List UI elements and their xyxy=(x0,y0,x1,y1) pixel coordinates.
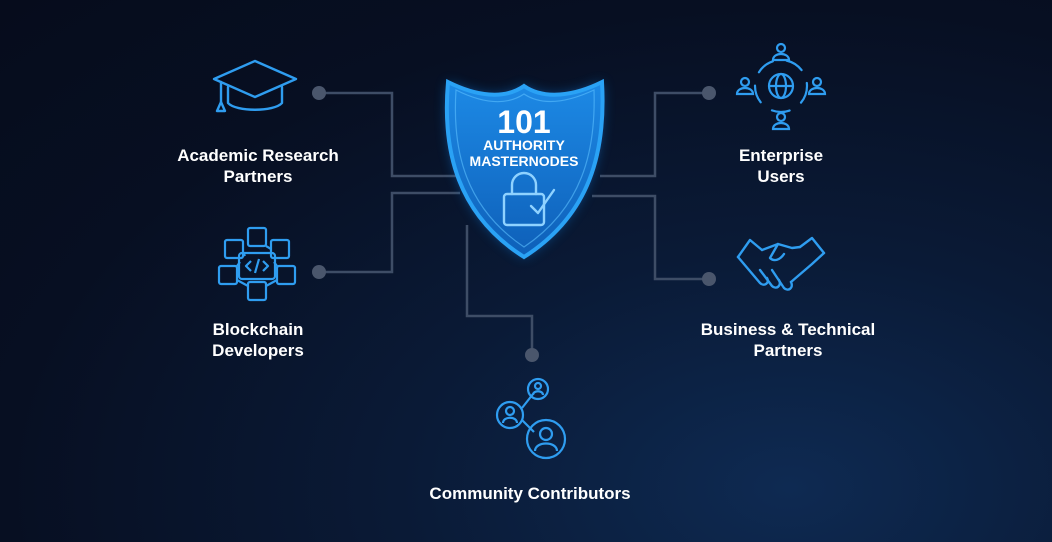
graduation-cap-icon xyxy=(212,59,298,113)
label-enterprise-line2: Users xyxy=(757,167,805,186)
label-community-contributors: Community Contributors xyxy=(429,483,630,504)
connector-dot-enterprise xyxy=(702,86,716,100)
label-enterprise-line1: Enterprise xyxy=(738,146,824,165)
label-enterprise-users: Enterprise Users xyxy=(739,145,823,187)
connector-dots xyxy=(312,86,716,362)
user-top xyxy=(771,42,791,62)
label-blockchain-line2: Developers xyxy=(212,341,304,360)
user-left xyxy=(735,76,755,96)
user-bottom xyxy=(771,111,791,131)
connector-dot-blockchain xyxy=(312,265,326,279)
connector-dot-academic xyxy=(312,86,326,100)
blockchain-cubes-code-icon xyxy=(217,226,297,302)
connector-lines xyxy=(319,91,709,353)
label-business-line2: Partners xyxy=(753,341,823,360)
label-business-technical-partners: Business & Technical Partners xyxy=(701,319,875,361)
label-blockchain-line1: Blockchain xyxy=(212,320,304,339)
label-academic-line2: Partners xyxy=(223,167,293,186)
shield-inner-border xyxy=(454,89,595,248)
padlock-check-icon xyxy=(502,171,556,227)
connector-enterprise xyxy=(600,91,709,178)
handshake-icon xyxy=(736,236,826,291)
shield-number: 101 xyxy=(497,104,550,140)
connector-academic xyxy=(319,91,460,178)
label-academic-research-partners: Academic Research Partners xyxy=(177,145,339,187)
shield-line2: MASTERNODES xyxy=(470,153,579,169)
label-community-line1: Community Contributors xyxy=(429,484,631,503)
connector-blockchain xyxy=(319,191,460,274)
connector-dot-business xyxy=(702,272,716,286)
user-right xyxy=(807,76,827,96)
label-blockchain-developers: Blockchain Developers xyxy=(212,319,304,361)
connector-community xyxy=(465,225,534,353)
shield-line1: AUTHORITY xyxy=(483,137,565,153)
global-network-users-icon xyxy=(735,42,827,131)
label-business-line1: Business & Technical xyxy=(700,320,876,339)
label-academic-line1: Academic Research xyxy=(177,146,339,165)
connector-dot-community xyxy=(525,348,539,362)
shield-body xyxy=(444,78,605,260)
connected-people-icon xyxy=(495,377,567,460)
authority-shield: 101 AUTHORITY MASTERNODES xyxy=(444,78,605,260)
connector-business xyxy=(592,194,709,281)
